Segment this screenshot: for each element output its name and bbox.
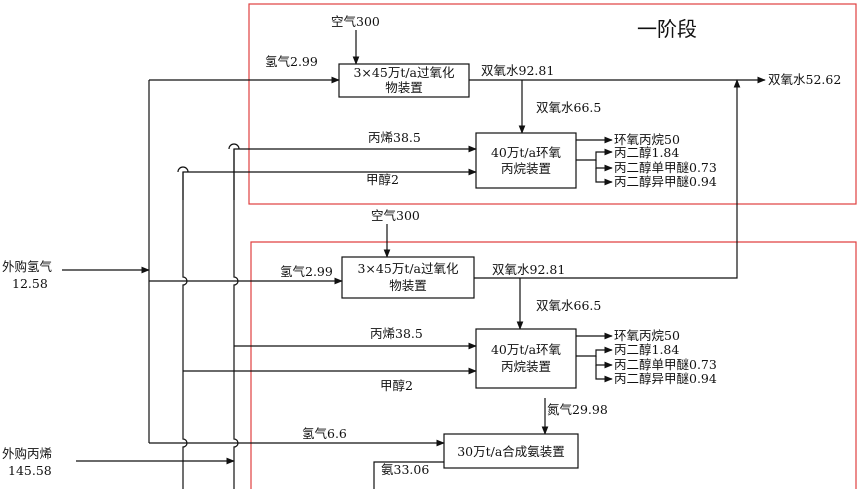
stage2-output-po: 环氧丙烷50 (614, 328, 680, 343)
stage1-output-pg: 丙二醇1.84 (614, 145, 679, 160)
stage2-out-arrow-3 (595, 356, 613, 369)
stage2-po-unit-line2: 丙烷装置 (501, 359, 551, 374)
external-propylene-value: 145.58 (8, 463, 52, 478)
stage2-h2o2-out-label: 双氧水92.81 (492, 262, 565, 277)
crossing-hop-2 (177, 166, 189, 173)
stage1-hydrogen-label: 氢气2.99 (265, 54, 318, 69)
stage2-output-pgie: 丙二醇异甲醚0.94 (614, 371, 717, 386)
stage1-h2o2-out-label: 双氧水92.81 (481, 63, 554, 78)
stage1-h2o2-unit-line1: 3×45万t/a过氧化 (353, 65, 455, 80)
stage1-po-unit-line1: 40万t/a环氧 (491, 145, 562, 160)
stage1-out-arrow-3 (595, 160, 613, 172)
stage2-propylene-label: 丙烯38.5 (370, 326, 423, 341)
stage2-nitrogen-label: 氮气29.98 (547, 402, 608, 417)
stage2-nh3-out-label: 氨33.06 (381, 462, 429, 477)
stage2-hydrogen-label: 氢气2.99 (280, 264, 333, 279)
external-propylene-label: 外购丙烯 (2, 446, 52, 461)
stage1-out-arrow-2 (576, 148, 613, 161)
stage1-output-pgie: 丙二醇异甲醚0.94 (614, 174, 717, 189)
stage1-methanol-arrow (182, 168, 477, 200)
stage2-methanol-label: 甲醇2 (380, 378, 413, 393)
stage2-hydrogen-nh3-label: 氢气6.6 (302, 426, 347, 441)
stage1-h2o2-to-po-label: 双氧水66.5 (536, 100, 601, 115)
stage1-output-po: 环氧丙烷50 (614, 132, 680, 147)
stage2-out-arrow-4 (595, 365, 613, 383)
stage2-output-pg: 丙二醇1.84 (614, 342, 679, 357)
external-hydrogen-value: 12.58 (12, 276, 48, 291)
stage2-h2o2-unit-line2: 物装置 (389, 278, 427, 293)
methanol-header-line (182, 172, 188, 489)
stage2-po-unit-line1: 40万t/a环氧 (491, 342, 562, 357)
stage1-h2o2-unit-box (338, 63, 470, 98)
stage2-h2o2-unit-line1: 3×45万t/a过氧化 (357, 261, 459, 276)
stage2-nh3-unit-box (443, 433, 579, 469)
stage1-h2o2-product-label: 双氧水52.62 (768, 72, 841, 87)
stage1-air-label: 空气300 (331, 14, 380, 29)
stage1-methanol-label: 甲醇2 (366, 172, 399, 187)
stage1-po-unit-box (475, 132, 577, 189)
stage1-po-unit-line2: 丙烷装置 (501, 161, 551, 176)
stage1-h2o2-unit-line2: 物装置 (385, 80, 423, 95)
stage1-title: 一阶段 (637, 17, 697, 41)
propylene-header-line (233, 149, 239, 489)
stage2-output-pgme: 丙二醇单甲醚0.73 (614, 357, 717, 372)
stage1-out-arrow-4 (595, 168, 613, 186)
stage2-frame (250, 241, 857, 489)
external-hydrogen-label: 外购氢气 (2, 259, 53, 274)
stage2-out-arrow-2 (576, 346, 613, 357)
stage1-propylene-label: 丙烯38.5 (368, 130, 421, 145)
stage2-nh3-out-line (373, 461, 444, 489)
stage1-output-pgme: 丙二醇单甲醚0.73 (614, 160, 717, 175)
crossing-hop-1 (228, 143, 240, 150)
stage1-frame (248, 3, 857, 205)
stage2-h2o2-product-arrow (474, 79, 741, 279)
stage2-po-unit-box (475, 328, 577, 389)
stage2-h2o2-to-po-label: 双氧水66.5 (536, 298, 601, 313)
stage2-nh3-unit-label: 30万t/a合成氨装置 (457, 444, 565, 459)
stage2-air-label: 空气300 (371, 208, 420, 223)
stage1-propylene-arrow (233, 145, 477, 200)
stage2-h2o2-unit-box (341, 256, 475, 299)
